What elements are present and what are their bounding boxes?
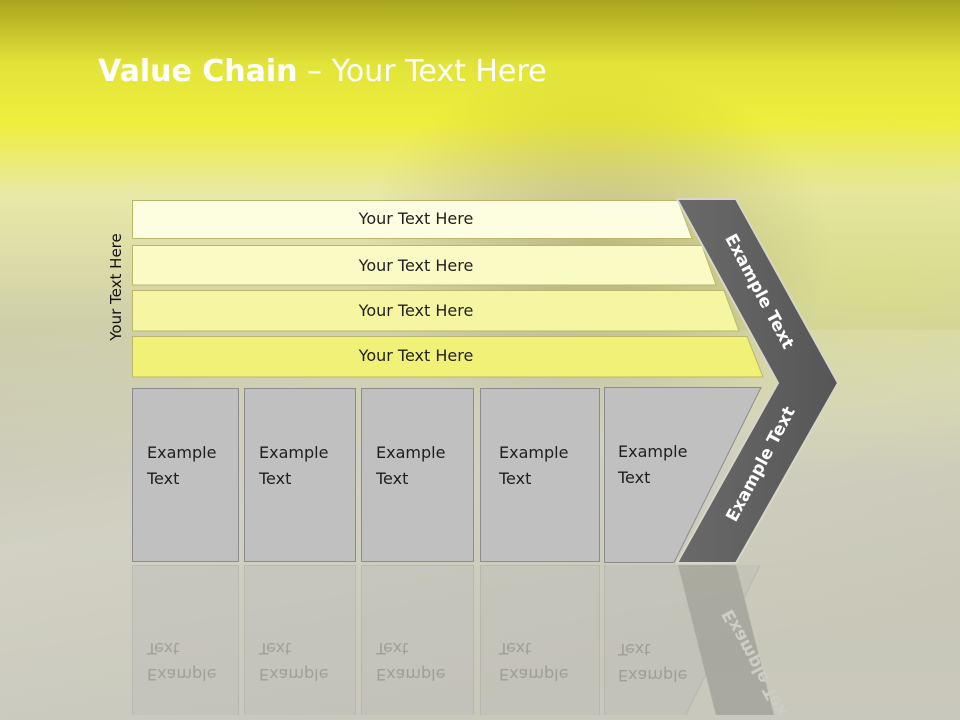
support-layer-3: Your Text Here — [132, 290, 752, 332]
support-layer-2-shape — [132, 245, 717, 286]
support-layer-4-label: Your Text Here — [358, 346, 474, 365]
reflection-text-4: Example Text — [499, 635, 568, 687]
activity-3-line1: Example — [376, 443, 446, 462]
activity-2-line2: Text — [259, 469, 292, 488]
support-layer-2: Your Text Here — [132, 245, 732, 286]
reflection-3-line2: Text — [376, 639, 409, 658]
reflection-1-line2: Text — [147, 639, 180, 658]
activity-4-text: Example Text — [499, 440, 589, 492]
value-chevron — [675, 198, 840, 564]
support-layer-3-shape — [132, 290, 740, 332]
page-title: Value Chain – Your Text Here — [98, 54, 547, 89]
activity-1-line1: Example — [147, 443, 217, 462]
reflection-2-line2: Text — [259, 639, 292, 658]
reflection-inner: Example Text Example Text Example Text E… — [0, 565, 960, 715]
activity-box-3: Example Text — [361, 388, 474, 562]
reflection: Example Text Example Text Example Text E… — [0, 565, 960, 715]
reflection-box-1: Example Text — [132, 565, 239, 715]
reflection-box-2: Example Text — [244, 565, 356, 715]
activity-3-text: Example Text — [376, 440, 466, 492]
reflection-3-line1: Example — [376, 665, 446, 684]
reflection-text-1: Example Text — [147, 635, 216, 687]
activity-5-text: Example Text — [618, 439, 687, 491]
reflection-4-line2: Text — [499, 639, 532, 658]
reflection-box-4: Example Text — [480, 565, 600, 715]
activity-box-1: Example Text — [132, 388, 239, 562]
activity-4-line2: Text — [499, 469, 532, 488]
support-layer-4: Your Text Here — [132, 336, 772, 378]
activity-2-line1: Example — [259, 443, 329, 462]
support-layer-1: Your Text Here — [132, 200, 702, 240]
support-layer-4-shape — [132, 336, 764, 378]
activity-box-5-shape — [604, 387, 762, 563]
reflection-4-line1: Example — [499, 665, 569, 684]
side-axis-label: Your Text Here — [107, 233, 125, 341]
title-rest: – Your Text Here — [297, 54, 547, 89]
activity-box-4: Example Text — [480, 388, 600, 562]
activity-5-line2: Text — [618, 468, 651, 487]
title-bold: Value Chain — [98, 54, 298, 89]
reflection-chevron — [678, 565, 780, 715]
activity-1-line2: Text — [147, 469, 180, 488]
support-layer-1-shape — [132, 200, 693, 239]
activity-5-line1: Example — [618, 442, 688, 461]
activity-4-line1: Example — [499, 443, 569, 462]
support-layer-2-label: Your Text Here — [358, 256, 474, 275]
activity-2-text: Example Text — [259, 440, 349, 492]
support-layer-3-label: Your Text Here — [358, 301, 474, 320]
reflection-2-line1: Example — [259, 665, 329, 684]
activity-3-line2: Text — [376, 469, 409, 488]
activity-1-text: Example Text — [147, 440, 237, 492]
support-layer-1-label: Your Text Here — [358, 209, 474, 228]
reflection-text-2: Example Text — [259, 635, 328, 687]
reflection-text-3: Example Text — [376, 635, 445, 687]
reflection-1-line1: Example — [147, 665, 217, 684]
activity-box-2: Example Text — [244, 388, 356, 562]
reflection-box-5 — [604, 565, 762, 715]
reflection-box-3: Example Text — [361, 565, 474, 715]
